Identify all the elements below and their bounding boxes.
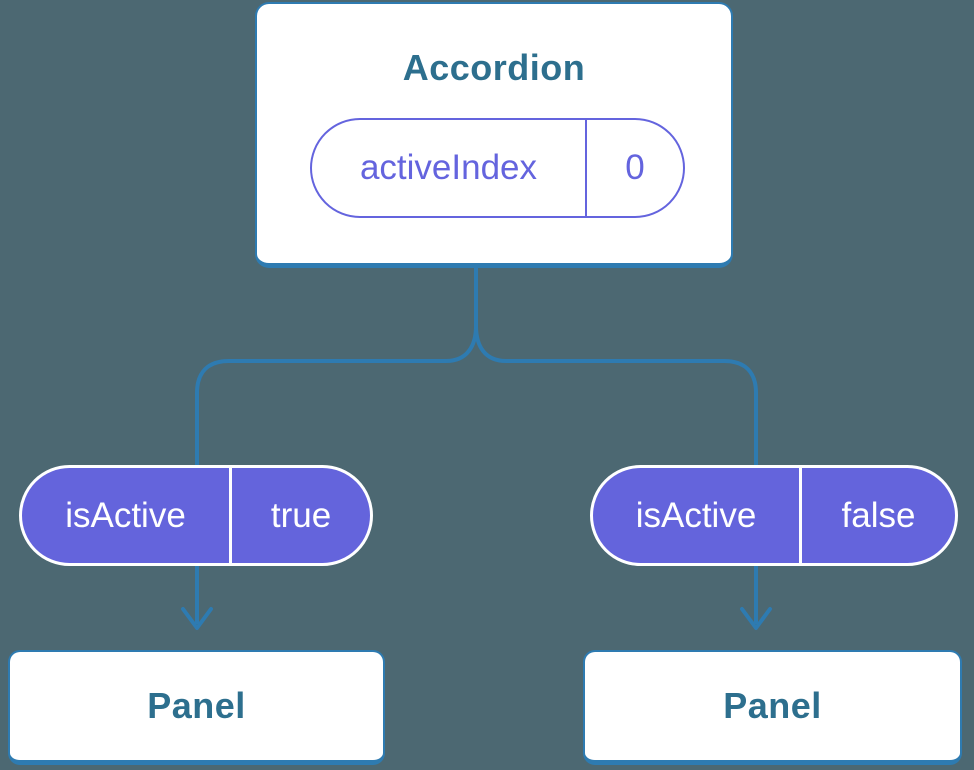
accordion-node-title: Accordion (402, 47, 586, 88)
prop-pill-isactive-false: isActive false (590, 465, 958, 566)
pill-divider (799, 468, 802, 563)
connector-branch-left (195, 266, 478, 624)
arrow-down-icon (181, 607, 213, 630)
state-pill-name: activeIndex (359, 148, 538, 187)
prop-pill-isactive-true: isActive true (19, 465, 373, 566)
pill-divider (585, 120, 587, 216)
panel-node-right: Panel (583, 650, 962, 765)
pill-divider (229, 468, 232, 563)
state-pill-activeindex: activeIndex 0 (310, 118, 685, 218)
panel-node-left: Panel (8, 650, 385, 765)
connector-branch-right (474, 266, 758, 624)
state-pill-value: 0 (625, 148, 645, 187)
panel-node-title: Panel (723, 685, 822, 726)
panel-node-title: Panel (147, 685, 246, 726)
prop-pill-name: isActive (65, 495, 186, 535)
prop-pill-name: isActive (635, 495, 757, 535)
prop-pill-value: false (841, 495, 916, 535)
accordion-node: Accordion activeIndex 0 (255, 2, 733, 268)
prop-pill-value: true (270, 495, 332, 535)
arrow-down-icon (740, 607, 772, 630)
